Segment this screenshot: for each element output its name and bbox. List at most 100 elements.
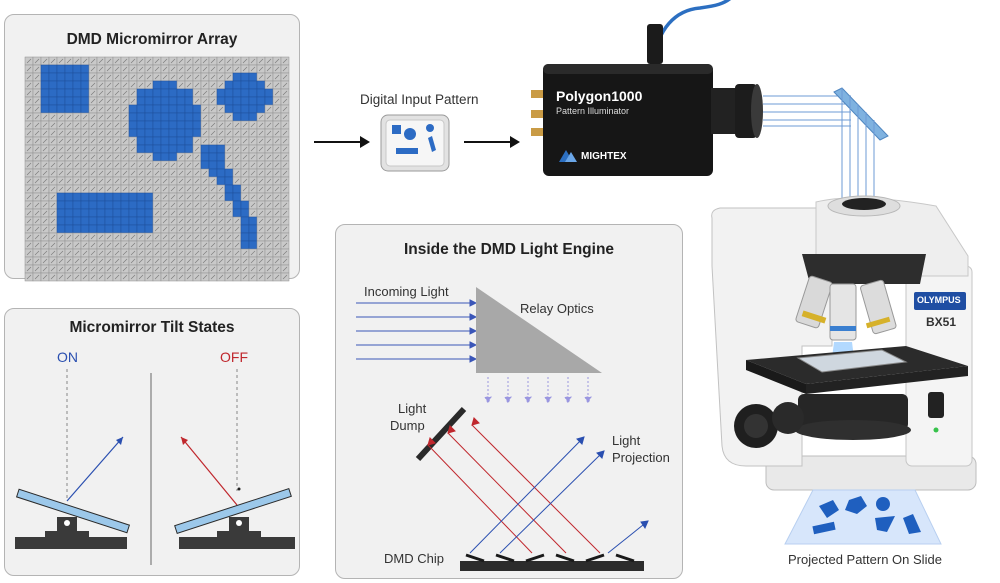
mirror-on [176, 112, 186, 122]
mirror-on [240, 112, 250, 122]
mirror-on [248, 112, 258, 122]
device-model: Polygon1000 [556, 88, 643, 104]
mirror-on [200, 152, 210, 162]
mirror-on [104, 216, 114, 226]
mirror-on [216, 160, 226, 170]
mirror-on [40, 96, 50, 106]
mirror-on [96, 200, 106, 210]
mirror-on [136, 216, 146, 226]
mirror-on [136, 192, 146, 202]
mirror-on [96, 208, 106, 218]
mirror-on [136, 120, 146, 130]
mirror-on [144, 96, 154, 106]
mirror-on [96, 216, 106, 226]
mirror-on [112, 216, 122, 226]
mirror-on [144, 144, 154, 154]
mirror-on [152, 152, 162, 162]
mirror-on [168, 128, 178, 138]
mirror-on [40, 104, 50, 114]
mirror-on [72, 88, 82, 98]
mirror-on [136, 224, 146, 234]
mirror-on [232, 208, 242, 218]
tilt-states-title: Micromirror Tilt States [69, 319, 235, 336]
mirror-on [80, 104, 90, 114]
mirror-on [136, 208, 146, 218]
mirror-on [256, 104, 266, 114]
mirror-on [160, 120, 170, 130]
mirror-on [80, 88, 90, 98]
mirror-on [48, 104, 58, 114]
mirror-on [64, 104, 74, 114]
mirror-on [104, 224, 114, 234]
mirror-on [168, 136, 178, 146]
mirror-on [120, 208, 130, 218]
mirror-on [208, 160, 218, 170]
mirror-on [208, 144, 218, 154]
mirror-on [112, 192, 122, 202]
mirror-on [144, 128, 154, 138]
dmd-array-title: DMD Micromirror Array [66, 31, 238, 48]
mirror-on [80, 208, 90, 218]
mirror-on [72, 216, 82, 226]
mirror-on [64, 216, 74, 226]
mirror-on [40, 72, 50, 82]
mirror-on [248, 104, 258, 114]
mirror-on [64, 88, 74, 98]
arrow-to-input [314, 136, 370, 148]
mirror-on [240, 96, 250, 106]
mirror-on [144, 224, 154, 234]
mirror-on [224, 96, 234, 106]
microscope-brand: OLYMPUS [917, 295, 961, 305]
mirror-on [64, 192, 74, 202]
mirror-on [128, 200, 138, 210]
mirror-on [128, 224, 138, 234]
mirror-on [264, 88, 274, 98]
mirror-on [248, 72, 258, 82]
mirror-on [64, 64, 74, 74]
mirror-on [192, 120, 202, 130]
mirror-on [144, 208, 154, 218]
mirror-on [72, 224, 82, 234]
relay-optics-label: Relay Optics [520, 301, 594, 316]
mirror-on [64, 96, 74, 106]
light-projection-label-2: Projection [612, 450, 670, 465]
mirror-on [160, 136, 170, 146]
mirror-on [232, 200, 242, 210]
light-engine-title: Inside the DMD Light Engine [403, 241, 615, 258]
mirror-on [40, 80, 50, 90]
mirror-on [152, 80, 162, 90]
mirror-on [208, 168, 218, 178]
mirror-on [56, 64, 66, 74]
off-state-mirror [174, 369, 295, 549]
off-label: OFF [220, 349, 248, 365]
mirror-on [152, 104, 162, 114]
mirror-on [80, 64, 90, 74]
mirror-on [248, 232, 258, 242]
mirror-on [104, 200, 114, 210]
mirror-on [176, 144, 186, 154]
mirror-on [80, 200, 90, 210]
mirror-on [216, 152, 226, 162]
mirror-on [184, 128, 194, 138]
mirror-on [144, 120, 154, 130]
mirror-on [256, 96, 266, 106]
mirror-on [176, 104, 186, 114]
mirror-on [160, 112, 170, 122]
mirror-on [56, 104, 66, 114]
mirror-on [176, 128, 186, 138]
mirror-on [192, 112, 202, 122]
mirror-on [88, 192, 98, 202]
mirror-on [160, 128, 170, 138]
mirror-on [144, 216, 154, 226]
mirror-on [256, 88, 266, 98]
microscope-model: BX51 [926, 315, 957, 329]
mirror-on [168, 88, 178, 98]
mirror-on [216, 176, 226, 186]
mirror-on [248, 80, 258, 90]
mirror-on [120, 216, 130, 226]
mirror-on [240, 208, 250, 218]
mirror-on [184, 112, 194, 122]
mirror-on [104, 208, 114, 218]
incoming-light-label: Incoming Light [364, 284, 449, 299]
mirror-on [72, 208, 82, 218]
